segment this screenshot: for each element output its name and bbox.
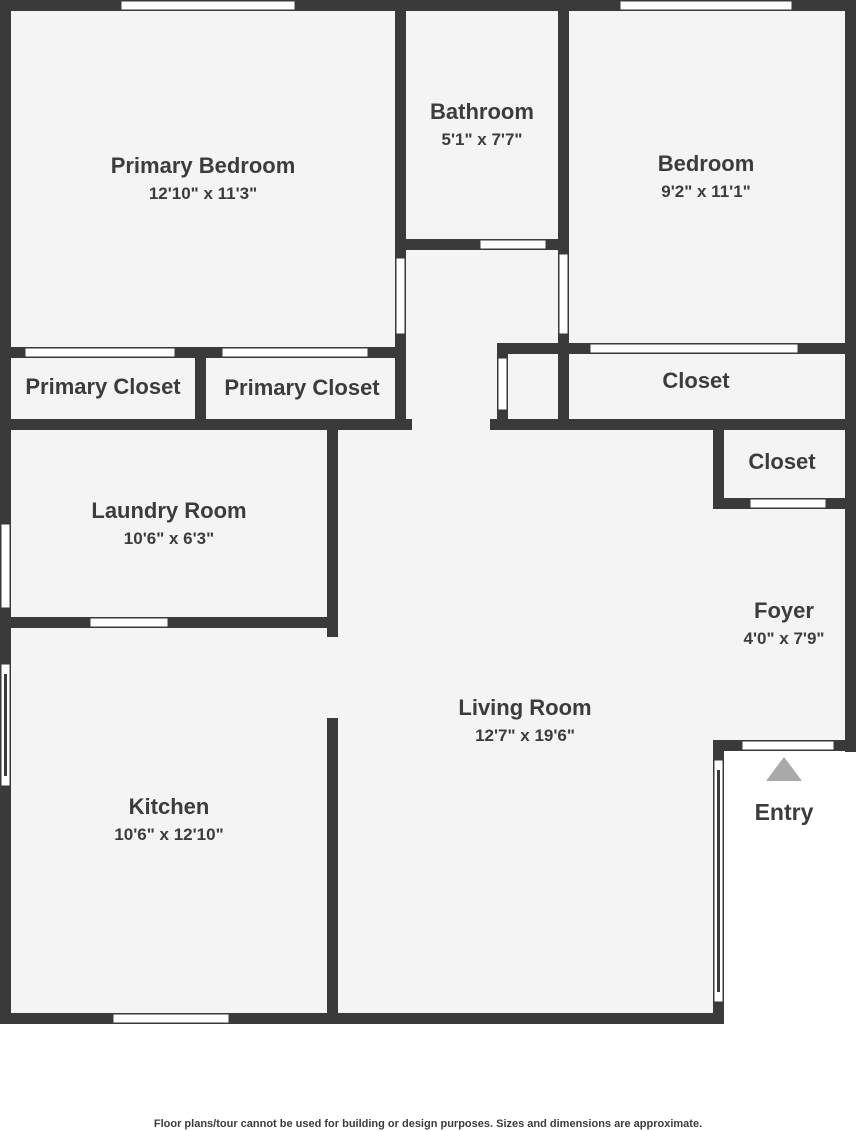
room-label-bedroom: Bedroom 9'2" x 11'1" <box>658 151 755 201</box>
room-label-primary-closet-1: Primary Closet <box>25 374 181 399</box>
room-label-foyer: Foyer 4'0" x 7'9" <box>744 598 825 648</box>
room-dimensions: 12'7" x 19'6" <box>475 726 575 745</box>
wall-closets-south-left <box>0 419 412 430</box>
window-entry-door <box>741 740 835 751</box>
floor-area <box>0 0 856 1026</box>
window-kitchen-south <box>112 1013 230 1024</box>
window-hall-closet <box>497 357 508 411</box>
room-label-living-room: Living Room 12'7" x 19'6" <box>458 695 591 745</box>
window-primary-closet-2 <box>221 347 369 358</box>
room-name: Living Room <box>458 695 591 720</box>
room-dimensions: 10'6" x 12'10" <box>114 825 223 844</box>
room-dimensions: 4'0" x 7'9" <box>744 629 825 648</box>
window-laundry-west <box>0 523 11 609</box>
room-label-bathroom: Bathroom 5'1" x 7'7" <box>430 99 534 149</box>
room-dimensions: 9'2" x 11'1" <box>661 182 750 201</box>
wall-kitchen-east <box>327 718 338 1024</box>
wall-top <box>0 0 856 11</box>
room-name: Primary Closet <box>224 375 380 400</box>
window-bathroom-door <box>479 239 547 250</box>
room-dimensions: 5'1" x 7'7" <box>442 130 523 149</box>
wall-bottom <box>0 1013 724 1024</box>
room-name: Closet <box>748 449 816 474</box>
room-label-kitchen: Kitchen 10'6" x 12'10" <box>114 794 223 844</box>
wall-primary-closet-divider <box>195 347 206 430</box>
room-label-primary-closet-2: Primary Closet <box>224 375 380 400</box>
window-laundry-door <box>89 617 169 628</box>
room-name: Bathroom <box>430 99 534 124</box>
room-dimensions: 12'10" x 11'3" <box>149 184 257 203</box>
window-closet-1 <box>589 343 799 354</box>
window-bedroom-door <box>558 253 569 335</box>
wall-right <box>845 0 856 752</box>
wall-laundry-south <box>0 617 338 628</box>
wall-laundry-east <box>327 425 338 637</box>
room-name: Primary Bedroom <box>111 153 296 178</box>
room-label-closet-2: Closet <box>748 449 816 474</box>
window-living-east-inner <box>717 770 720 992</box>
room-label-closet-1: Closet <box>662 368 730 393</box>
disclaimer-text: Floor plans/tour cannot be used for buil… <box>153 1118 703 1130</box>
wall-left <box>0 0 11 1024</box>
wall-closets-south-right <box>490 419 856 430</box>
entry-arrow-icon <box>766 757 802 781</box>
entry-label: Entry <box>755 799 814 825</box>
room-name: Laundry Room <box>91 498 246 523</box>
window-kitchen-west-inner <box>4 674 7 776</box>
room-name: Closet <box>662 368 730 393</box>
room-name: Kitchen <box>129 794 210 819</box>
wall-primary-bedroom-east <box>395 0 406 430</box>
window-primary-bedroom-door <box>395 257 406 335</box>
room-dimensions: 10'6" x 6'3" <box>124 529 214 548</box>
room-name: Foyer <box>754 598 814 623</box>
window-bedroom <box>619 0 793 11</box>
windows <box>0 0 835 1024</box>
window-primary-bedroom <box>120 0 296 11</box>
wall-bedroom-west <box>558 0 569 420</box>
window-primary-closet-1 <box>24 347 176 358</box>
wall-foyer-closet-west <box>713 425 724 509</box>
room-label-laundry-room: Laundry Room 10'6" x 6'3" <box>91 498 246 548</box>
room-name: Primary Closet <box>25 374 181 399</box>
window-foyer-closet <box>749 498 827 509</box>
room-label-primary-bedroom: Primary Bedroom 12'10" x 11'3" <box>111 153 296 203</box>
room-name: Bedroom <box>658 151 755 176</box>
